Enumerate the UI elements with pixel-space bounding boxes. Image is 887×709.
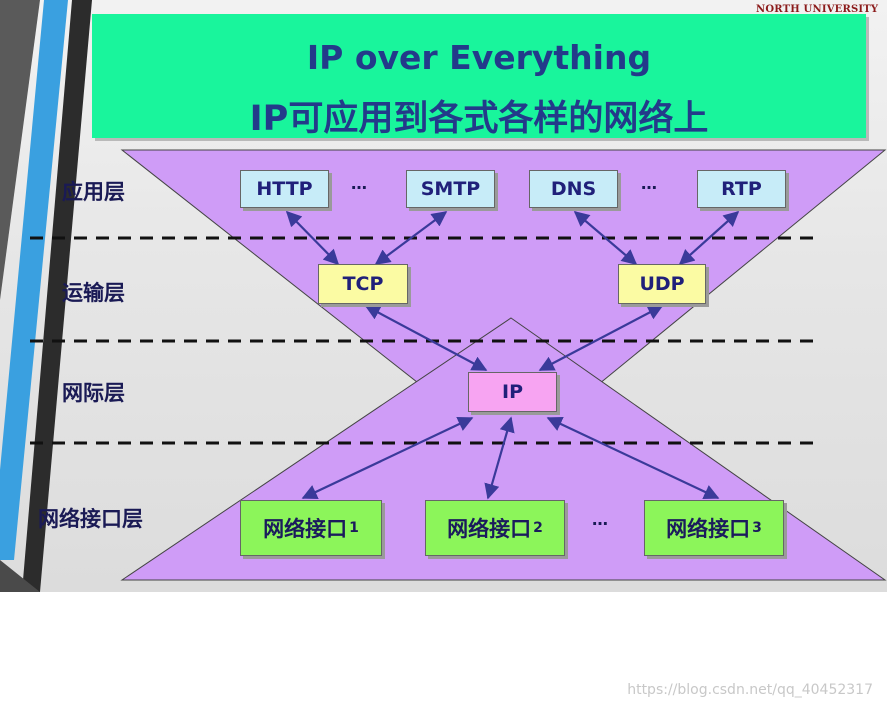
ellipsis-app-1: …	[351, 174, 367, 193]
arrow-ip-if3	[546, 416, 720, 500]
protocol-box-dns: DNS	[529, 170, 618, 208]
arrow-ip-if2	[484, 416, 515, 500]
protocol-box-rtp: RTP	[697, 170, 786, 208]
protocol-box-tcp: TCP	[318, 264, 408, 304]
protocol-box-udp: UDP	[618, 264, 706, 304]
arrow-udp-ip	[538, 305, 664, 371]
arrow-smtp-tcp	[374, 211, 448, 265]
interface-3-label: 网络接口	[666, 517, 751, 541]
arrow-http-tcp	[285, 210, 340, 266]
interface-1-number: 1	[349, 520, 359, 536]
protocol-box-smtp: SMTP	[406, 170, 495, 208]
arrow-rtp-udp	[678, 210, 740, 266]
layer-label-transport: 运输层	[62, 281, 125, 305]
slide: NORTH UNIVERSITY OF IP over Everything I…	[0, 0, 887, 592]
title-line-2: IP可应用到各式各样的网络上	[249, 99, 709, 139]
ellipsis-app-2: …	[641, 174, 657, 193]
title-banner: IP over Everything IP可应用到各式各样的网络上	[92, 14, 866, 139]
interface-1-label: 网络接口	[263, 517, 348, 541]
protocol-box-http: HTTP	[240, 170, 329, 208]
arrow-ip-if1	[301, 416, 474, 500]
watermark-url: https://blog.csdn.net/qq_40452317	[627, 682, 873, 698]
interface-2-number: 2	[533, 520, 543, 536]
arrow-tcp-ip	[364, 305, 488, 371]
protocol-box-ip: IP	[468, 372, 557, 412]
layer-label-network-interface: 网络接口层	[38, 507, 143, 531]
ellipsis-interface: …	[592, 510, 608, 529]
title-line-1: IP over Everything	[306, 38, 652, 77]
layer-label-application: 应用层	[62, 180, 125, 204]
arrow-dns-udp	[573, 211, 638, 265]
interface-2-label: 网络接口	[447, 517, 532, 541]
interface-3-number: 3	[752, 520, 762, 536]
layer-label-internet: 网际层	[62, 381, 125, 405]
